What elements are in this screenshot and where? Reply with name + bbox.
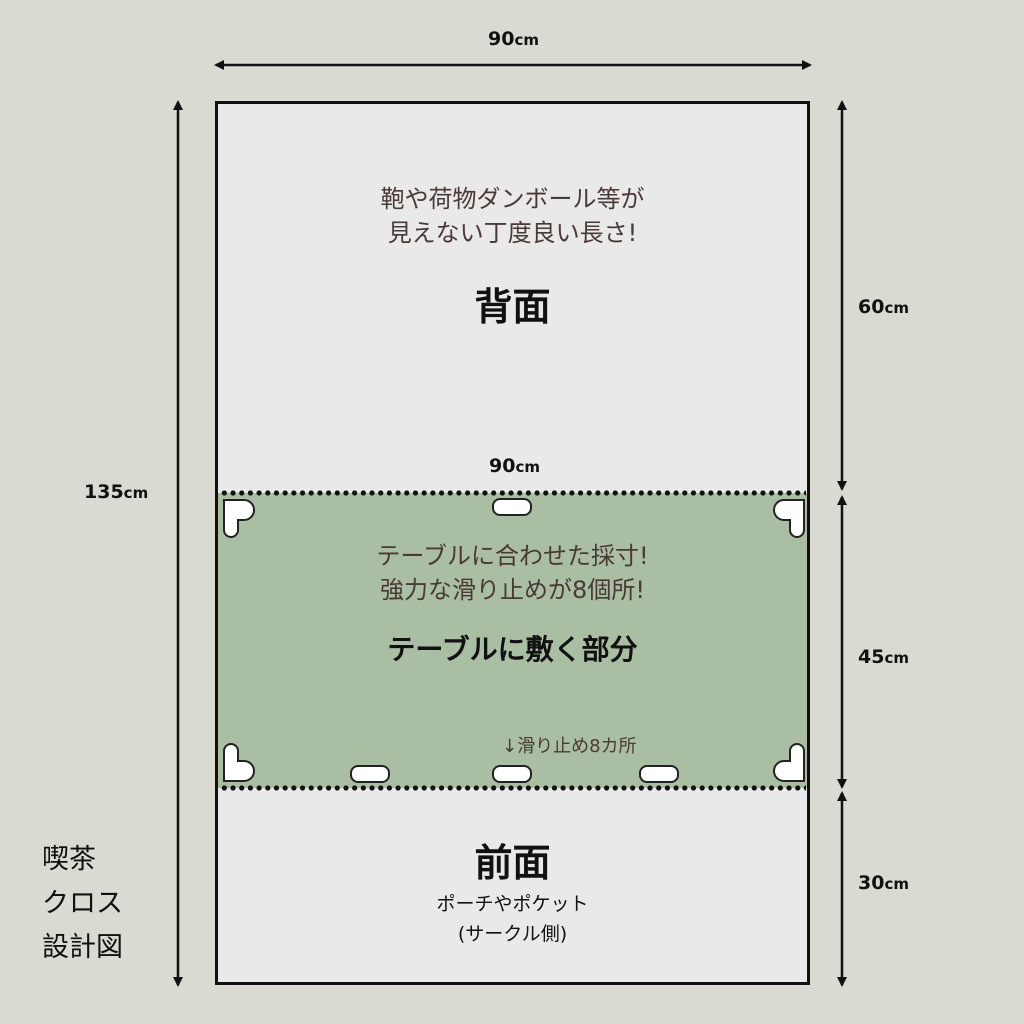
diagram-title: 喫茶 クロス 設計図 — [42, 838, 123, 970]
anti-slip-note: ↓滑り止め8カ所 — [502, 736, 637, 757]
diagram-title-line1: 喫茶 — [42, 844, 96, 875]
table-note: テーブルに合わせた採寸! 強力な滑り止めが8個所! — [218, 539, 807, 607]
table-note-line2: 強力な滑り止めが8個所! — [380, 576, 645, 604]
back-title: 背面 — [474, 285, 551, 329]
table-height-unit: cm — [884, 649, 909, 667]
table-note-line1: テーブルに合わせた採寸! — [376, 542, 649, 570]
corner-pad-bottom-right — [773, 743, 805, 782]
inner-width-unit: cm — [515, 458, 540, 476]
corner-pad-top-left — [223, 499, 255, 538]
front-height-label: 30cm — [858, 872, 909, 894]
table-area — [218, 493, 807, 788]
top-width-label: 90cm — [488, 28, 539, 50]
back-height-unit: cm — [884, 299, 909, 317]
bottom-stitch-line — [220, 785, 806, 791]
back-note-line2: 見えない丁度良い長さ! — [387, 219, 638, 247]
front-height-unit: cm — [884, 875, 909, 893]
pad-top-center — [492, 498, 532, 516]
top-width-value: 90 — [488, 28, 515, 50]
table-title: テーブルに敷く部分 — [387, 633, 638, 666]
front-height-value: 30 — [858, 872, 885, 894]
inner-width-value: 90 — [489, 455, 516, 477]
front-sub-line2: (サークル側) — [457, 923, 568, 945]
pad-bottom-right — [639, 765, 679, 783]
diagram-title-line3: 設計図 — [42, 932, 123, 963]
front-sub: ポーチやポケット (サークル側) — [218, 889, 807, 949]
corner-pad-bottom-left — [223, 743, 255, 782]
front-title: 前面 — [474, 841, 551, 885]
table-height-label: 45cm — [858, 646, 909, 668]
top-stitch-line — [220, 490, 806, 496]
table-height-value: 45 — [858, 646, 885, 668]
pad-bottom-left — [350, 765, 390, 783]
top-width-unit: cm — [514, 31, 539, 49]
front-sub-line1: ポーチやポケット — [436, 893, 589, 915]
pad-bottom-center — [492, 765, 532, 783]
corner-pad-top-right — [773, 499, 805, 538]
back-note: 鞄や荷物ダンボール等が 見えない丁度良い長さ! — [218, 182, 807, 250]
back-height-label: 60cm — [858, 296, 909, 318]
inner-width-label: 90cm — [489, 455, 540, 477]
back-height-value: 60 — [858, 296, 885, 318]
total-height-label: 135cm — [84, 481, 148, 503]
back-note-line1: 鞄や荷物ダンボール等が — [380, 185, 645, 213]
total-height-value: 135 — [84, 481, 124, 503]
diagram-title-line2: クロス — [42, 888, 123, 919]
total-height-unit: cm — [123, 484, 149, 502]
